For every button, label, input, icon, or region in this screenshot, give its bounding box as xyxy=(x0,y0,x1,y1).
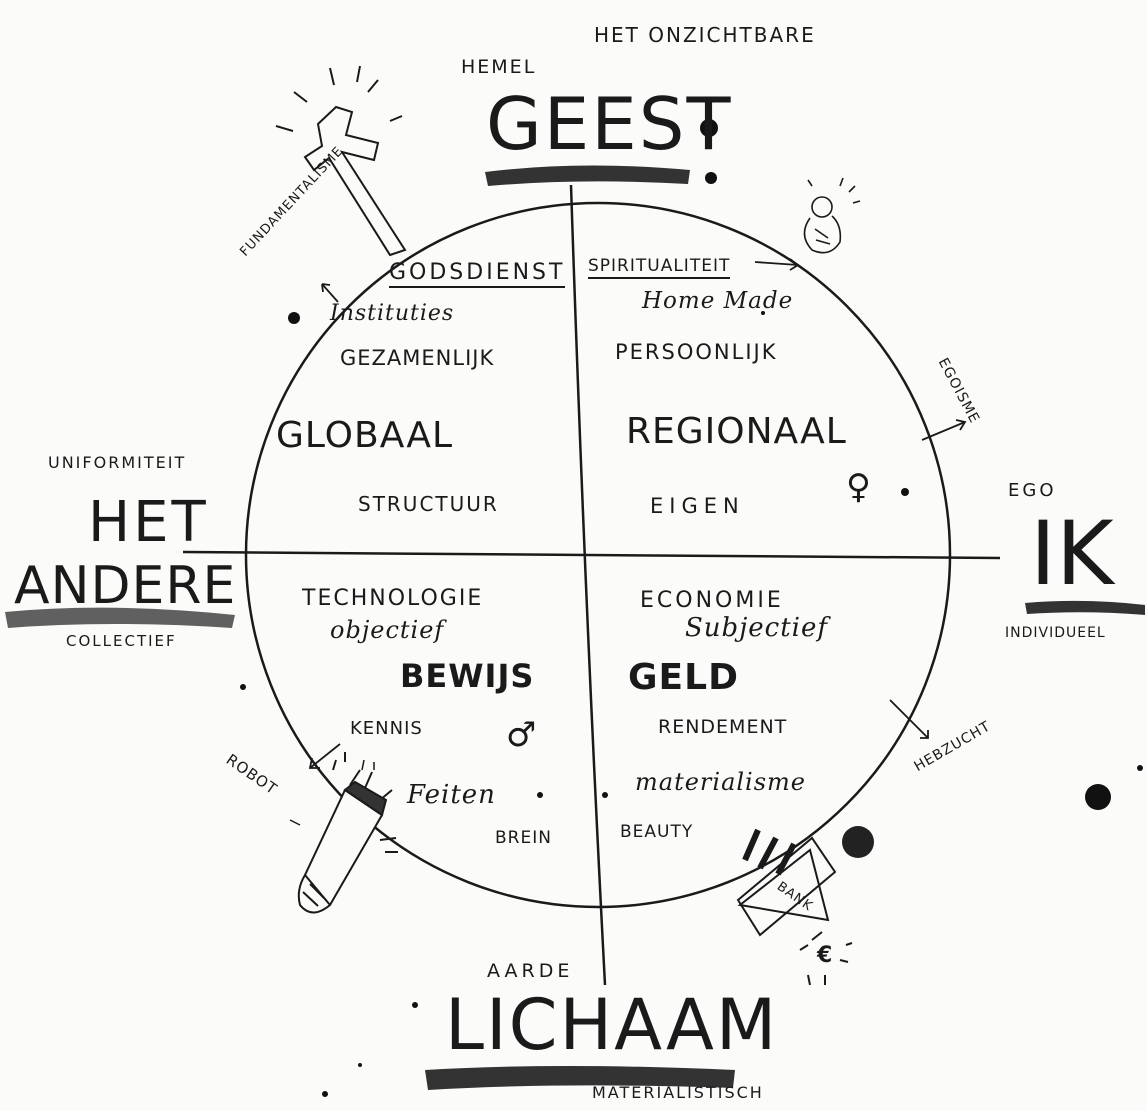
ink-dot xyxy=(705,172,717,184)
geld-label: GELD xyxy=(628,657,739,698)
het-title: HET xyxy=(88,490,209,555)
male-symbol-icon: ♂ xyxy=(506,715,539,755)
eigen-label: EIGEN xyxy=(650,494,745,518)
lichaam-underline-stroke xyxy=(425,1066,735,1090)
ego-label: EGO xyxy=(1008,480,1057,501)
uniformiteit-label: UNIFORMITEIT xyxy=(48,453,187,472)
vertical-axis xyxy=(569,184,607,986)
structuur-label: STRUCTUUR xyxy=(358,492,499,516)
andere-title: ANDERE xyxy=(14,556,237,616)
bewijs-label: BEWIJS xyxy=(400,657,535,695)
ink-dot xyxy=(1085,784,1111,810)
horizontal-axis xyxy=(182,550,1001,560)
female-symbol-icon: ♀ xyxy=(846,467,873,507)
egoisme-arrow xyxy=(921,419,967,441)
ink-dot xyxy=(537,792,543,798)
euro-symbol: € xyxy=(817,943,835,968)
globaal-label: GLOBAAL xyxy=(276,415,454,456)
aarde-label: AARDE xyxy=(487,960,574,982)
objectief-label: objectief xyxy=(330,616,445,644)
het-onzichtbare-label: HET ONZICHTBARE xyxy=(594,23,816,47)
spiritualiteit-heading: SPIRITUALITEIT xyxy=(588,258,731,279)
home-made-label: Home Made xyxy=(642,288,794,314)
individueel-label: INDIVIDUEEL xyxy=(1005,625,1106,641)
andere-underline-stroke xyxy=(5,607,235,628)
collectief-label: COLLECTIEF xyxy=(66,632,177,650)
geest-title: GEEST xyxy=(486,82,733,166)
main-circle xyxy=(244,201,952,909)
godsdienst-heading: GODSDIENST xyxy=(389,262,566,288)
rocket-icon xyxy=(297,752,398,914)
instituties-label: Instituties xyxy=(330,301,455,326)
gezamenlijk-label: GEZAMENLIJK xyxy=(340,346,495,370)
materialistisch-label: MATERIALISTISCH xyxy=(592,1083,764,1102)
ink-dot xyxy=(602,792,608,798)
hemel-label: HEMEL xyxy=(461,56,537,78)
economie-heading: ECONOMIE xyxy=(640,588,784,613)
cross-icon xyxy=(275,65,407,257)
fundamentalisme-arrow xyxy=(321,283,339,303)
beauty-label: BEAUTY xyxy=(620,822,694,842)
ink-dot xyxy=(700,119,718,137)
spiritualiteit-arrow xyxy=(754,258,800,271)
bank-icon xyxy=(736,828,853,986)
ink-dot xyxy=(1137,765,1143,771)
ink-dot xyxy=(288,312,300,324)
brein-label: BREIN xyxy=(495,828,552,848)
feiten-label: Feiten xyxy=(407,780,496,810)
subjectief-label: Subjectief xyxy=(685,613,828,643)
lichaam-title: LICHAAM xyxy=(445,984,779,1066)
rendement-label: RENDEMENT xyxy=(658,716,788,738)
ink-dot xyxy=(322,1091,328,1097)
robot-arrow xyxy=(308,743,341,769)
materialisme-label: materialisme xyxy=(635,768,806,796)
ink-dot xyxy=(240,684,246,690)
regionaal-label: REGIONAAL xyxy=(626,411,847,452)
kennis-label: KENNIS xyxy=(350,718,423,739)
hebzucht-arrow xyxy=(889,699,929,739)
technologie-heading: TECHNOLOGIE xyxy=(302,586,484,611)
geest-underline-stroke xyxy=(485,165,690,186)
persoonlijk-label: PERSOONLIJK xyxy=(615,340,778,364)
ik-underline-stroke xyxy=(1025,600,1145,615)
ink-dot xyxy=(761,311,765,315)
ink-dot xyxy=(412,1002,418,1008)
decoration-ticks xyxy=(289,759,375,826)
ik-title: IK xyxy=(1030,502,1114,605)
ink-dot xyxy=(358,1063,362,1067)
praying-figure-icon xyxy=(803,177,861,254)
ink-blot xyxy=(842,826,874,858)
ink-dot xyxy=(901,488,909,496)
